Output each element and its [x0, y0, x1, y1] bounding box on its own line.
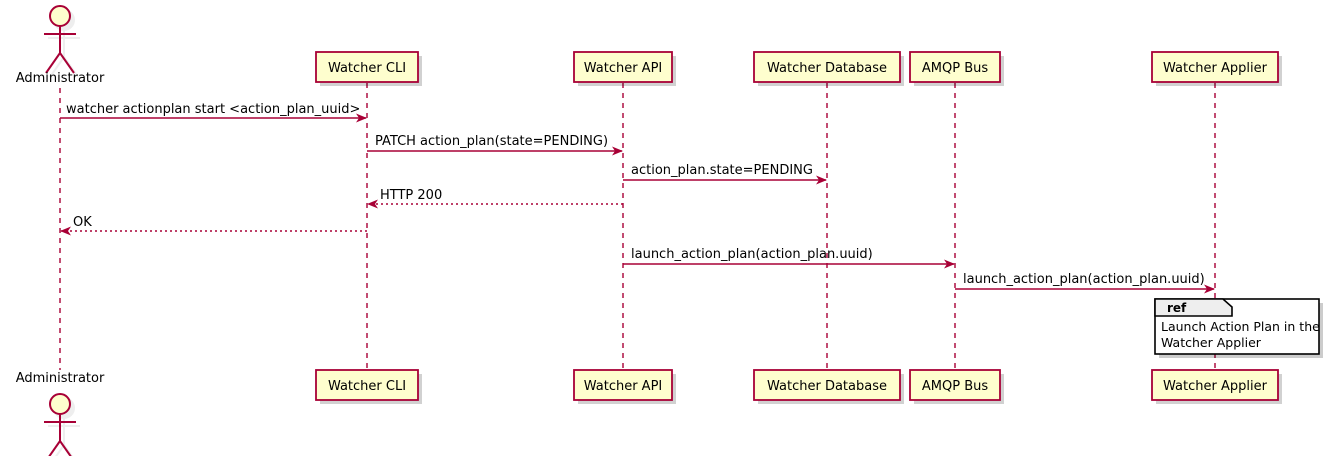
- participant-label-watcher-applier: Watcher Applier: [1163, 61, 1268, 76]
- participant-box-foot-watcher-cli[interactable]: [315, 369, 419, 401]
- ref-fragment-tab-label: ref: [1167, 301, 1187, 315]
- participant-label-watcher-api: Watcher API: [584, 379, 663, 394]
- participant-label-watcher-cli: Watcher CLI: [328, 61, 406, 76]
- lifelines-group: [59, 83, 1216, 370]
- message-label-6: launch_action_plan(action_plan.uuid): [631, 247, 873, 262]
- participant-label-watcher-applier: Watcher Applier: [1163, 379, 1268, 394]
- actor-leg-right: [59, 52, 75, 74]
- message-7[interactable]: launch_action_plan(action_plan.uuid): [955, 272, 1215, 294]
- message-label-2: PATCH action_plan(state=PENDING): [375, 134, 608, 149]
- participant-box-head-watcher-applier[interactable]: [1151, 51, 1279, 83]
- ref-fragment-tab: [1154, 298, 1233, 317]
- actor-label-administrator-bottom: Administrator: [16, 371, 105, 386]
- participant-box-head-watcher-cli[interactable]: [315, 51, 419, 83]
- actor-leg-left: [48, 440, 61, 456]
- message-label-4: HTTP 200: [380, 188, 442, 203]
- actor-leg-left: [49, 56, 65, 78]
- message-label-5: OK: [73, 215, 92, 230]
- actor-leg-right: [59, 440, 72, 456]
- actor-head-icon: [49, 393, 71, 415]
- message-label-7: launch_action_plan(action_plan.uuid): [963, 272, 1205, 287]
- message-5[interactable]: OK: [60, 215, 367, 236]
- actor-leg-left: [45, 52, 61, 74]
- ref-fragment-body-line-2: Watcher Applier: [1161, 335, 1262, 350]
- participant-foot-boxes: Watcher CLI Watcher API Watcher Database AM…: [315, 369, 1282, 404]
- participant-head-boxes: Watcher CLI Watcher API Watcher Database AM…: [315, 51, 1282, 86]
- participant-label-watcher-api: Watcher API: [584, 61, 663, 76]
- message-2[interactable]: PATCH action_plan(state=PENDING): [367, 134, 623, 156]
- actor-figure-administrator-top[interactable]: [44, 5, 80, 78]
- participant-box-head-watcher-database[interactable]: [753, 51, 901, 83]
- messages-group: watcher actionplan start <action_plan_uu…: [60, 102, 1215, 294]
- participant-box-foot-watcher-api[interactable]: [573, 369, 673, 401]
- participant-label-amqp-bus: AMQP Bus: [922, 61, 988, 76]
- message-label-3: action_plan.state=PENDING: [631, 163, 813, 178]
- message-3[interactable]: action_plan.state=PENDING: [623, 163, 827, 185]
- participant-box-head-amqp-bus[interactable]: [909, 51, 1001, 83]
- participant-label-watcher-database: Watcher Database: [767, 61, 887, 76]
- participant-label-watcher-cli: Watcher CLI: [328, 379, 406, 394]
- actor-leg-left: [55, 444, 65, 456]
- ref-fragment-body-line-1: Launch Action Plan in the: [1161, 319, 1320, 334]
- participant-label-amqp-bus: AMQP Bus: [922, 379, 988, 394]
- participant-label-watcher-database: Watcher Database: [767, 379, 887, 394]
- participant-box-foot-amqp-bus[interactable]: [909, 369, 1001, 401]
- participant-box-foot-watcher-applier[interactable]: [1151, 369, 1279, 401]
- participant-box-head-watcher-api[interactable]: [573, 51, 673, 83]
- participant-box-foot-watcher-database[interactable]: [753, 369, 901, 401]
- message-4[interactable]: HTTP 200: [367, 188, 623, 209]
- actor-head-icon: [49, 5, 71, 27]
- message-6[interactable]: launch_action_plan(action_plan.uuid): [623, 247, 955, 269]
- actor-label-administrator-top: Administrator: [16, 71, 105, 86]
- message-label-1: watcher actionplan start <action_plan_uu…: [66, 102, 360, 117]
- message-1[interactable]: watcher actionplan start <action_plan_uu…: [60, 102, 367, 123]
- actor-figure-administrator-bottom[interactable]: [44, 393, 80, 456]
